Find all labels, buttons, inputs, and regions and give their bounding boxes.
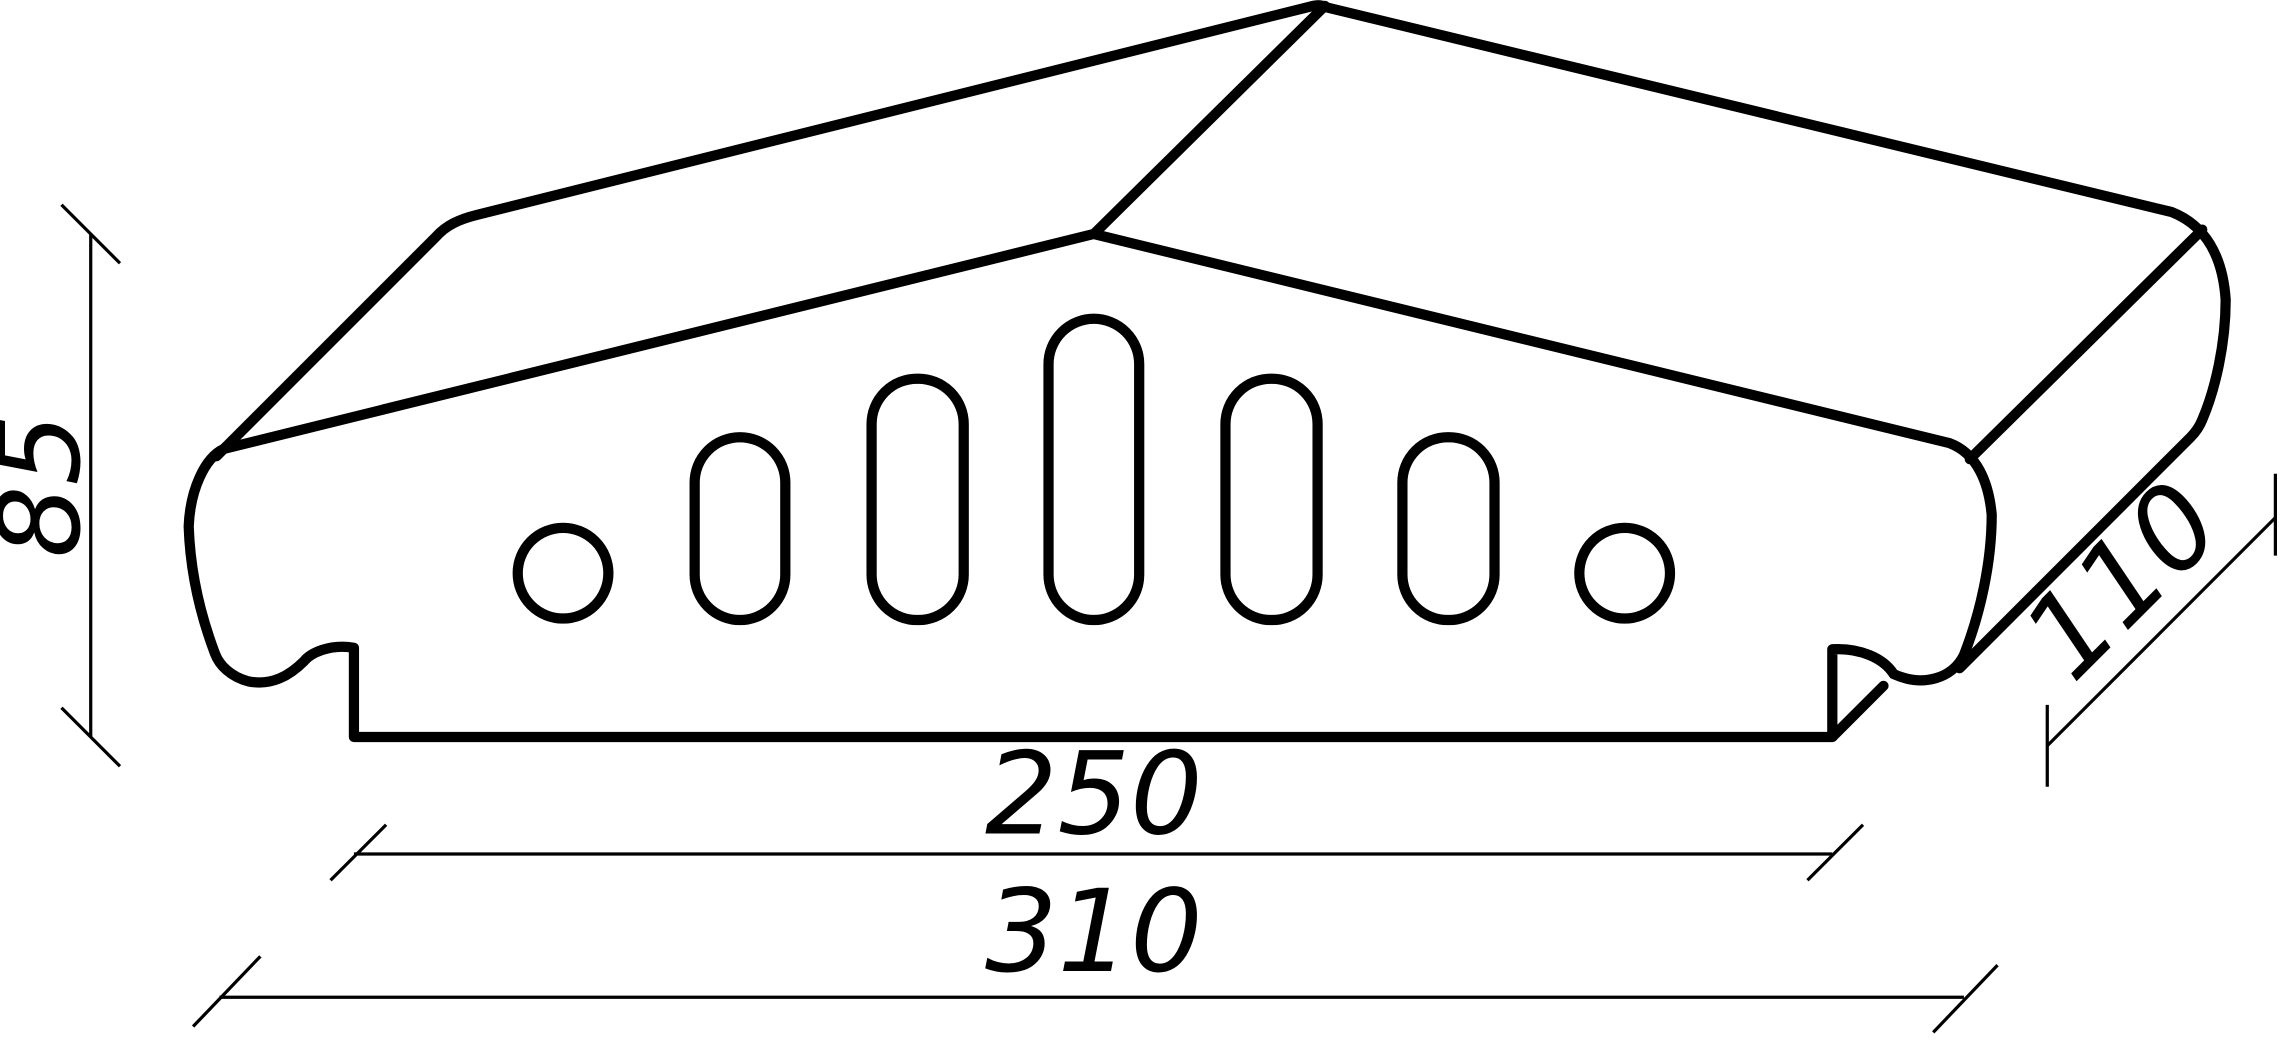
height-dimension: 85 [0,203,122,768]
hole-slot-1 [689,432,791,626]
ridge-line [1088,0,1331,240]
hole-slot-5 [1397,432,1500,626]
hole-slot-4 [1220,373,1323,626]
depth-dimension: 110 [1998,456,2277,787]
bottom-right-edge [1827,680,1889,743]
right-top-edge [1964,224,2208,465]
hole-slot-center [1043,313,1145,626]
height-dimension-label: 85 [0,413,106,558]
inner-width-dimension-label: 250 [985,728,1203,861]
outer-width-dimension: 310 [191,865,1999,1034]
hole-pattern [512,313,1676,626]
depth-dimension-label: 110 [1998,456,2246,704]
hole-circle-right [1574,522,1676,624]
coping-stone [183,0,2231,743]
inner-width-dimension: 250 [329,728,1865,882]
outer-width-dimension-label: 310 [985,865,1203,998]
front-face-outline [183,228,1997,743]
top-back-edges [211,0,2231,674]
hole-circle-left [512,522,614,624]
hole-slot-2 [866,373,969,626]
